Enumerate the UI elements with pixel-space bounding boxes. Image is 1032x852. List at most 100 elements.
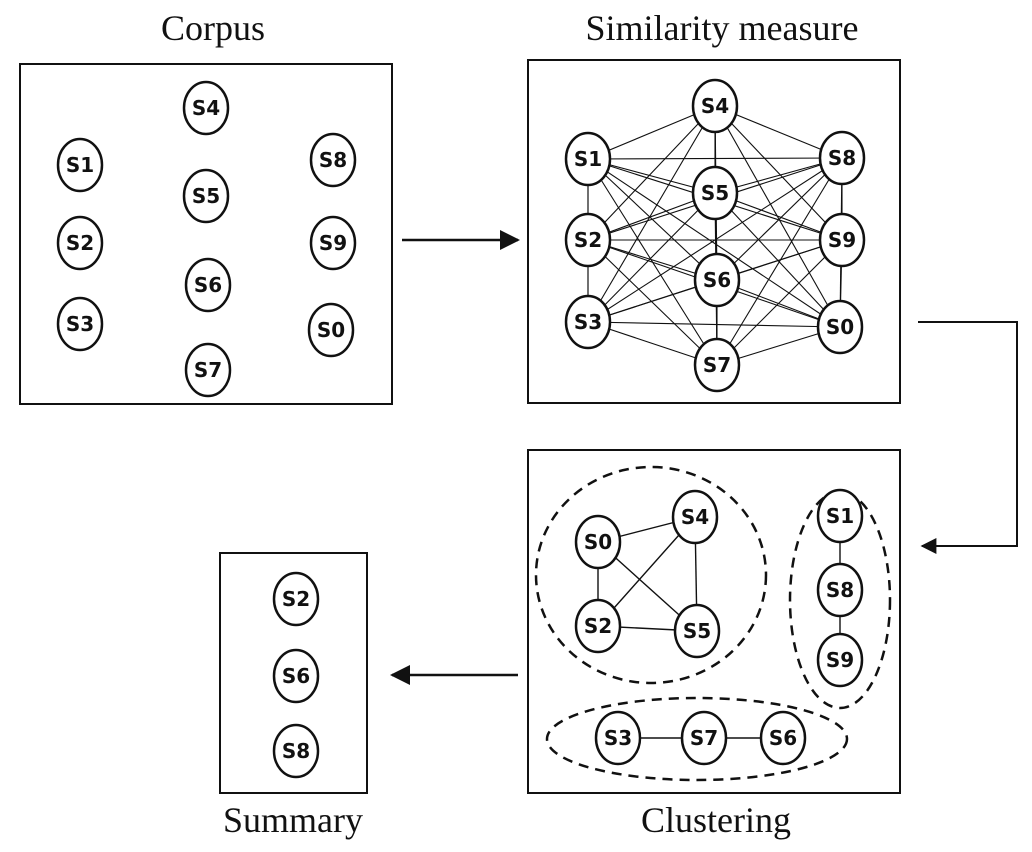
edge [714,192,841,328]
node-label: S5 [683,619,711,643]
summary-node-s6: S6 [272,648,320,704]
node-label: S7 [690,726,718,750]
node-circle [309,132,357,188]
cluster-node-s1: S1 [816,488,864,544]
node-circle [564,131,612,187]
similarity-node-s8: S8 [818,130,866,186]
node-label: S7 [194,358,222,382]
node-circle [818,212,866,268]
cluster-node-s4: S4 [671,489,719,545]
node-circle [816,632,864,688]
node-label: S1 [66,153,94,177]
node-circle [759,710,807,766]
corpus-node-s0: S0 [307,302,355,358]
edge [587,157,843,160]
node-label: S0 [826,315,854,339]
node-label: S8 [319,148,347,172]
node-label: S3 [574,310,602,334]
node-label: S8 [828,146,856,170]
node-circle [693,337,741,393]
cluster-node-s7: S7 [680,710,728,766]
node-circle [182,80,230,136]
node-circle [56,137,104,193]
edge [587,158,841,328]
node-label: S6 [194,273,222,297]
cluster-outline-1 [534,465,768,685]
cluster-node-s6: S6 [759,710,807,766]
node-circle [594,710,642,766]
node-circle [56,215,104,271]
node-label: S9 [828,228,856,252]
node-label: S2 [584,614,612,638]
node-circle [816,562,864,618]
summary-title: Summary [223,800,363,840]
edge [714,105,843,241]
node-label: S6 [769,726,797,750]
node-circle [693,252,741,308]
node-label: S8 [282,739,310,763]
node-circle [309,215,357,271]
corpus-title: Corpus [161,8,265,48]
node-circle [816,299,864,355]
node-circle [182,168,230,224]
cluster-outline-2 [788,490,892,710]
node-label: S4 [681,505,709,529]
node-label: S5 [192,184,220,208]
corpus-node-s3: S3 [56,296,104,352]
node-circle [56,296,104,352]
cluster-node-s2: S2 [574,598,622,654]
node-label: S6 [282,664,310,688]
similarity-panel [527,59,901,404]
node-label: S4 [192,96,220,120]
corpus-node-s4: S4 [182,80,230,136]
clustering-panel [527,449,901,794]
node-label: S2 [574,228,602,252]
edge [716,239,843,366]
node-label: S1 [574,147,602,171]
node-circle [691,78,739,134]
corpus-node-s9: S9 [309,215,357,271]
node-circle [272,723,320,779]
node-label: S2 [66,231,94,255]
node-label: S8 [826,578,854,602]
node-circle [272,648,320,704]
similarity-title: Similarity measure [586,8,859,48]
node-circle [818,130,866,186]
cluster-node-s0: S0 [574,514,622,570]
node-circle [816,488,864,544]
summary-node-s8: S8 [272,723,320,779]
node-circle [680,710,728,766]
similarity-node-s3: S3 [564,294,612,350]
cluster-node-s5: S5 [673,603,721,659]
corpus-node-s6: S6 [184,257,232,313]
similarity-node-s6: S6 [693,252,741,308]
similarity-node-s4: S4 [691,78,739,134]
node-circle [671,489,719,545]
similarity-node-s9: S9 [818,212,866,268]
node-label: S4 [701,94,729,118]
node-circle [184,257,232,313]
edge [587,239,718,366]
node-circle [691,165,739,221]
corpus-panel [19,63,393,405]
corpus-node-s2: S2 [56,215,104,271]
edge [716,157,843,281]
node-circle [307,302,355,358]
edge [587,192,716,323]
node-circle [574,514,622,570]
node-circle [673,603,721,659]
node-label: S2 [282,587,310,611]
summary-node-s2: S2 [272,571,320,627]
node-label: S9 [826,648,854,672]
node-label: S3 [604,726,632,750]
similarity-node-s2: S2 [564,212,612,268]
node-circle [272,571,320,627]
node-label: S9 [319,231,347,255]
cluster-outline-3 [545,696,849,782]
edge [587,105,716,241]
summary-panel [219,552,368,794]
